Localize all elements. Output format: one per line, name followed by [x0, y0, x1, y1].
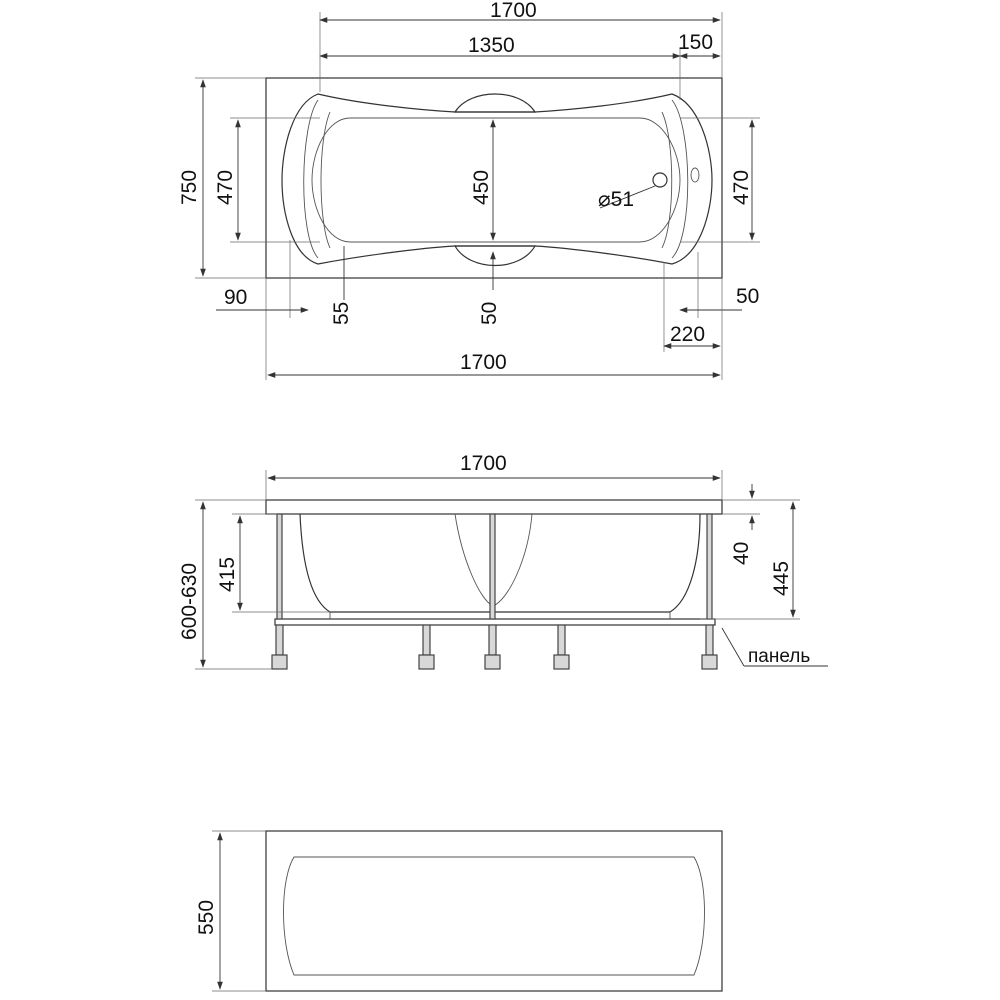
dim-length-bottom: 1700	[460, 351, 507, 374]
panel-outer	[265, 830, 723, 992]
side-feet	[271, 624, 718, 670]
top-outer-rim	[265, 77, 723, 279]
dim-inner-length: 1350	[468, 34, 515, 57]
top-headrest-lower	[453, 245, 537, 266]
dim-rim-right-bottom: 220	[670, 323, 705, 346]
side-frame-rail	[274, 618, 716, 626]
side-body	[299, 513, 701, 613]
dim-offset-left: 90	[224, 286, 247, 309]
dim-rim-thickness: 40	[730, 542, 753, 565]
top-overflow	[690, 167, 700, 183]
dim-total-height: 600-630	[178, 563, 201, 640]
dim-rim-right: 150	[678, 31, 713, 54]
side-view: 1700 600-630 415 40 445 панель	[178, 452, 828, 670]
dim-depth-with-rim: 445	[770, 561, 793, 596]
top-view: 1700 1350 150 750 470 450 470 ⌀51 90	[178, 0, 760, 380]
dim-inner-width-center: 450	[470, 170, 493, 205]
dim-side-length: 1700	[460, 452, 507, 475]
dim-length-top: 1700	[490, 0, 537, 22]
panel-leader	[721, 627, 745, 667]
top-headrest-upper	[453, 93, 537, 113]
dim-offset-right: 50	[736, 285, 759, 308]
dim-offset-inner-left: 55	[330, 302, 353, 325]
panel-view: 550	[195, 830, 723, 992]
top-drain-leader	[599, 185, 656, 209]
panel-label: панель	[748, 646, 810, 667]
top-bowl-inner	[311, 117, 681, 243]
side-upright-center	[489, 513, 496, 620]
dim-depth: 415	[216, 557, 239, 592]
dim-inner-width-left: 470	[214, 170, 237, 205]
dim-panel-height: 550	[195, 900, 218, 935]
dim-inner-width-right: 470	[730, 170, 753, 205]
side-upright-left	[276, 513, 283, 620]
top-armrest-left	[303, 99, 331, 259]
top-bowl-outer	[281, 93, 713, 265]
top-armrest-right	[661, 99, 689, 259]
dim-drain-diameter: ⌀51	[598, 188, 634, 211]
top-drain-circle	[652, 172, 668, 188]
panel-inner	[283, 856, 705, 976]
side-rim	[265, 499, 723, 515]
dim-offset-center: 50	[478, 302, 501, 325]
dim-width: 750	[178, 170, 201, 205]
side-upright-right	[706, 513, 713, 620]
